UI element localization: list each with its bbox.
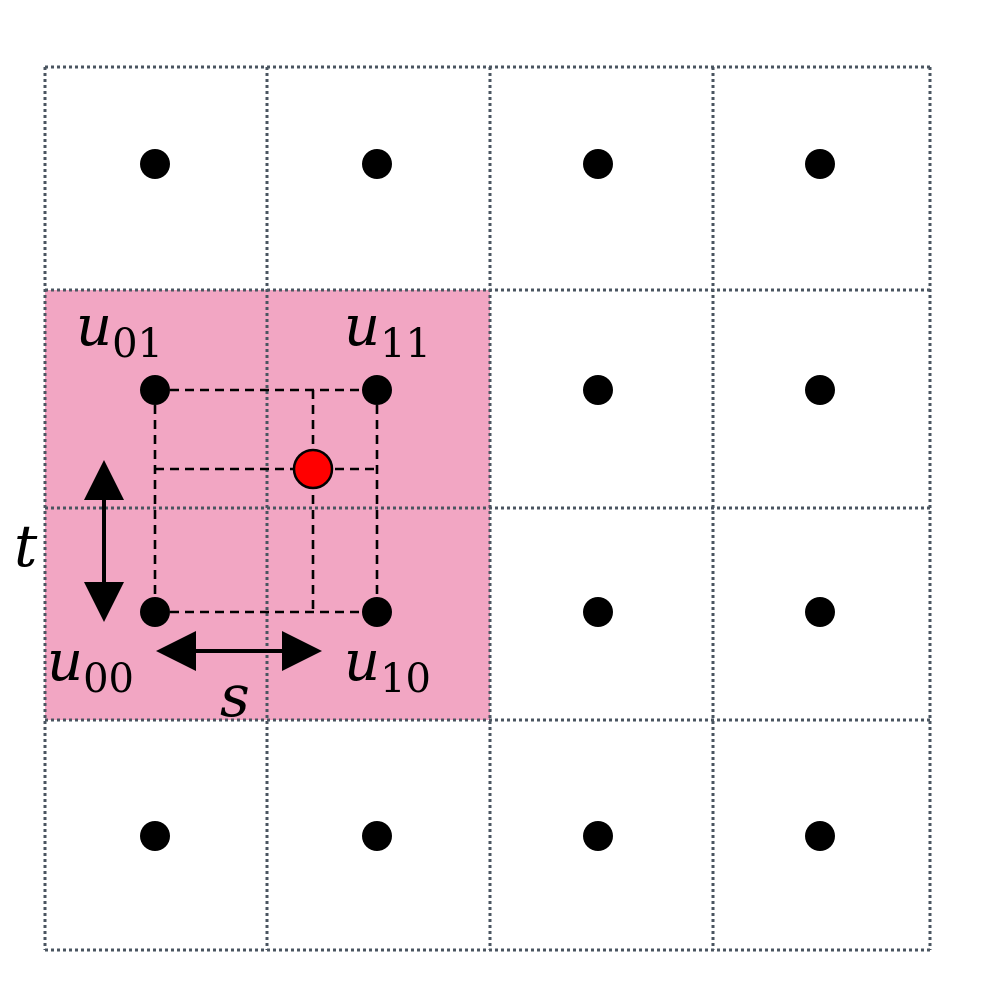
pixel-center-dot <box>805 821 835 851</box>
pixel-center-dot <box>583 821 613 851</box>
label-s: s <box>220 662 250 730</box>
pixel-center-dot <box>583 149 613 179</box>
pixel-center-dot <box>140 149 170 179</box>
pixel-center-dot <box>362 821 392 851</box>
interpolation-guides <box>153 388 379 614</box>
pixel-center-dot <box>805 149 835 179</box>
pixel-center-dot <box>805 375 835 405</box>
pixel-center-dot <box>140 821 170 851</box>
pixel-centers <box>140 149 835 851</box>
label-u01: u01 <box>76 294 163 367</box>
label-u00: u00 <box>47 629 134 702</box>
label-u10: u10 <box>344 629 431 702</box>
label-u11: u11 <box>344 294 431 367</box>
pixel-center-dot <box>362 597 392 627</box>
pixel-center-dot <box>362 149 392 179</box>
pixel-center-dot <box>805 597 835 627</box>
pixel-center-dot <box>583 597 613 627</box>
sample-point <box>292 448 334 490</box>
label-t: t <box>14 512 38 580</box>
pixel-center-dot <box>583 375 613 405</box>
